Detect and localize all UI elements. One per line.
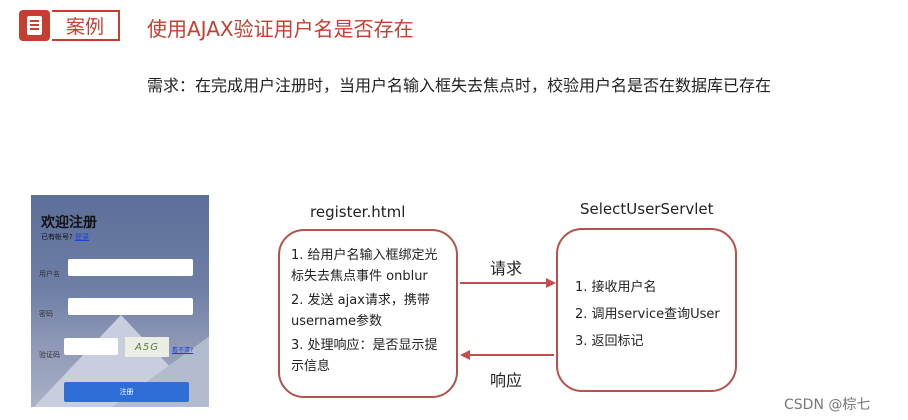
username-field[interactable] [68, 259, 193, 276]
username-label: 用户名 [39, 270, 60, 278]
client-step: 3. 处理响应：是否显示提示信息 [291, 338, 438, 374]
request-arrow [460, 278, 556, 288]
login-link[interactable]: 登录 [74, 233, 89, 241]
server-step: 3. 返回标记 [575, 334, 644, 349]
change-captcha-link[interactable]: 看不清? [172, 347, 194, 354]
captcha-image[interactable]: A5G [125, 337, 169, 357]
password-label: 密码 [39, 310, 53, 318]
code-label: 验证码 [39, 351, 60, 359]
case-tag: 案例 [52, 10, 120, 41]
code-field[interactable] [64, 338, 118, 355]
register-form-preview: 欢迎注册 已有帐号? 登录 用户名 密码 验证码 A5G 看不清? 注册 [31, 195, 209, 407]
account-hint: 已有帐号? 登录 [41, 233, 89, 241]
client-step: 2. 发送 ajax请求，携带username参数 [291, 293, 430, 329]
server-step: 1. 接收用户名 [575, 280, 657, 295]
client-box: 1. 给用户名输入框绑定光标失去焦点事件 onblur 2. 发送 ajax请求… [278, 229, 458, 398]
requirement-text: 需求：在完成用户注册时，当用户名输入框失去焦点时，校验用户名是否在数据库已存在 [147, 76, 772, 95]
server-box: 1. 接收用户名 2. 调用service查询User 3. 返回标记 [556, 228, 737, 392]
watermark: CSDN @棕七 [784, 397, 871, 413]
request-label: 请求 [490, 259, 523, 278]
password-field[interactable] [68, 298, 193, 315]
client-label: register.html [310, 203, 406, 221]
client-step: 1. 给用户名输入框绑定光标失去焦点事件 onblur [291, 248, 438, 284]
page-title: 使用AJAX验证用户名是否存在 [147, 17, 414, 41]
document-icon [19, 10, 50, 41]
register-button[interactable]: 注册 [64, 382, 189, 402]
response-label: 响应 [490, 371, 523, 390]
form-title: 欢迎注册 [41, 215, 97, 231]
response-arrow [460, 350, 554, 360]
server-label: SelectUserServlet [580, 200, 714, 218]
server-step: 2. 调用service查询User [575, 307, 720, 322]
